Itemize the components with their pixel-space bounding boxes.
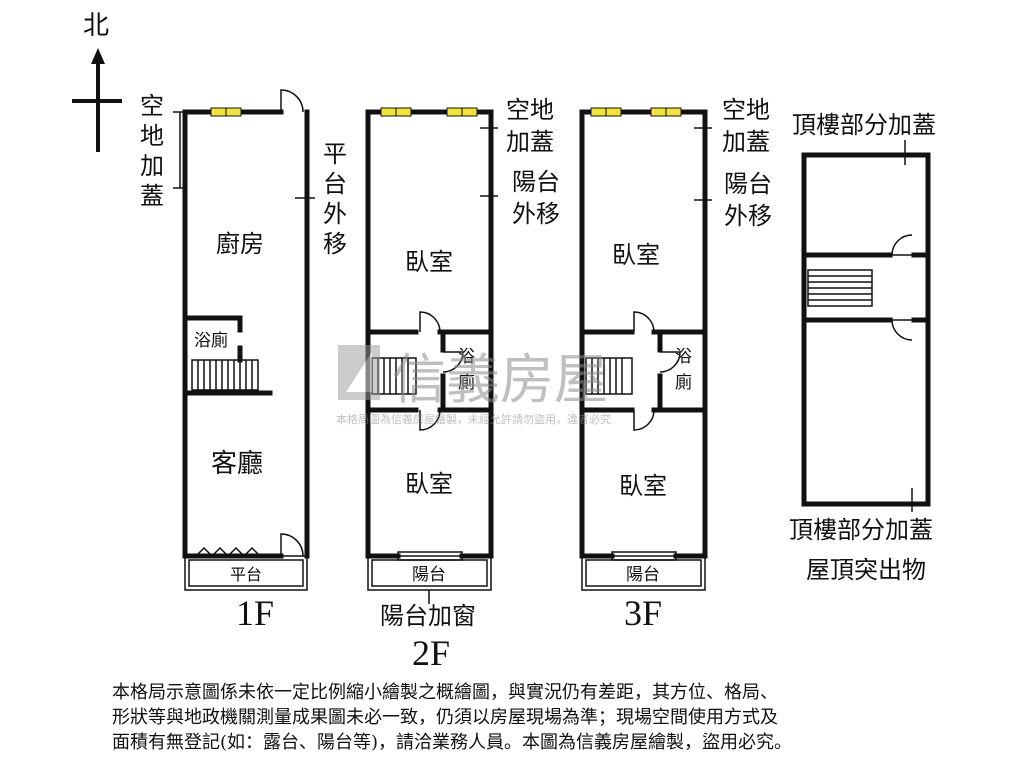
footnote-line-1: 本格局示意圖係未依一定比例縮小繪製之概繪圖，與實況仍有差距，其方位、格局、 bbox=[112, 682, 778, 703]
floor-3f: 臥室 浴 廁 臥室 陽台 空地 加蓋 陽台 外移 3F bbox=[579, 96, 772, 633]
door-icon bbox=[419, 409, 441, 431]
door-icon bbox=[633, 409, 655, 431]
stairs-icon bbox=[807, 269, 873, 307]
yard-ext-char-1: 空 bbox=[140, 92, 164, 120]
roof-ext-bottom: 頂樓部分加蓋 bbox=[789, 516, 933, 544]
stairs-icon bbox=[585, 357, 633, 395]
watermark: 信義房屋 本格局圖為信義房屋繪製，未經允許請勿盜用，違者必究 bbox=[336, 345, 611, 426]
room-bedroom-front: 臥室 bbox=[612, 241, 660, 269]
platform-move-char-3: 外 bbox=[323, 200, 347, 228]
yard-ext-char-3: 加 bbox=[140, 152, 164, 180]
footnote-line-2: 形狀等與地政機關測量成果圖未必一致，仍須以房屋現場為準；現場空間使用方式及 bbox=[112, 707, 778, 728]
floor-roof: 頂樓部分加蓋 頂樓部分加蓋 屋頂突出物 bbox=[789, 111, 936, 584]
door-icon bbox=[419, 311, 441, 333]
room-living: 客廳 bbox=[211, 449, 263, 479]
floor-1f: 廚房 浴廁 客廳 平台 空 地 加 蓋 平 台 外 移 1F bbox=[140, 89, 347, 633]
roof-protrusion: 屋頂突出物 bbox=[806, 556, 926, 584]
stairs-icon bbox=[191, 359, 259, 391]
roof-ext-top: 頂樓部分加蓋 bbox=[792, 111, 936, 139]
platform-area bbox=[184, 555, 308, 591]
floor-name-2f: 2F bbox=[412, 633, 450, 673]
platform-move-char-4: 移 bbox=[323, 230, 347, 258]
room-bath-2: 廁 bbox=[458, 372, 475, 393]
yard-ext-char-2: 地 bbox=[140, 122, 164, 150]
room-bedroom-front: 臥室 bbox=[405, 248, 453, 276]
door-icon bbox=[280, 533, 304, 557]
door-icon bbox=[442, 351, 464, 373]
room-bath: 浴廁 bbox=[194, 330, 228, 351]
balcony-move-line-1: 陽台 bbox=[724, 170, 772, 198]
footnote-line-3: 面積有無登記(如：露台、陽台等)，請洽業務人員。本圖為信義房屋繪製，盜用必究。 bbox=[112, 732, 793, 753]
yard-ext-line-1: 空地 bbox=[722, 96, 770, 124]
yard-ext-line-1: 空地 bbox=[506, 96, 554, 124]
floor-2f: 臥室 浴 廁 臥室 陽台 空地 加蓋 陽台 外移 陽台加窗 2F bbox=[365, 96, 560, 673]
floor-name-3f: 3F bbox=[624, 593, 662, 633]
north-label: 北 bbox=[83, 11, 109, 41]
room-platform: 平台 bbox=[230, 565, 262, 584]
north-arrow-icon bbox=[91, 48, 105, 64]
floor-name-1f: 1F bbox=[236, 593, 274, 633]
balcony-move-line-1: 陽台 bbox=[512, 168, 560, 196]
north-compass: 北 bbox=[72, 11, 122, 152]
room-kitchen: 廚房 bbox=[216, 230, 264, 258]
room-balcony: 陽台 bbox=[412, 565, 446, 585]
door-icon bbox=[633, 311, 655, 333]
footnote: 本格局示意圖係未依一定比例縮小繪製之概繪圖，與實況仍有差距，其方位、格局、 形狀… bbox=[112, 680, 932, 755]
room-bedroom-back: 臥室 bbox=[405, 470, 453, 498]
door-icon bbox=[280, 89, 304, 113]
room-bath-1: 浴 bbox=[675, 347, 692, 367]
yard-ext-line-2: 加蓋 bbox=[722, 128, 770, 156]
door-icon bbox=[891, 319, 913, 341]
watermark-brand: 信義房屋 bbox=[392, 348, 608, 411]
door-icon bbox=[891, 234, 913, 256]
room-bedroom-back: 臥室 bbox=[619, 472, 667, 500]
room-balcony: 陽台 bbox=[626, 565, 660, 585]
balcony-move-line-2: 外移 bbox=[512, 200, 560, 228]
platform-move-char-1: 平 bbox=[323, 140, 347, 168]
balcony-area bbox=[581, 555, 706, 591]
yard-ext-char-4: 蓋 bbox=[140, 182, 164, 210]
brand-logo-icon bbox=[338, 345, 380, 400]
door-icon bbox=[659, 351, 681, 373]
balcony-move-line-2: 外移 bbox=[724, 202, 772, 230]
watermark-text: 本格局圖為信義房屋繪製，未經允許請勿盜用，違者必究 bbox=[336, 412, 611, 426]
room-bath-1: 浴 bbox=[458, 347, 475, 367]
balcony-window-label: 陽台加窗 bbox=[380, 602, 476, 630]
platform-move-char-2: 台 bbox=[323, 170, 347, 198]
stairs-icon bbox=[371, 357, 417, 395]
room-bath-2: 廁 bbox=[675, 372, 692, 393]
yard-ext-line-2: 加蓋 bbox=[506, 128, 554, 156]
